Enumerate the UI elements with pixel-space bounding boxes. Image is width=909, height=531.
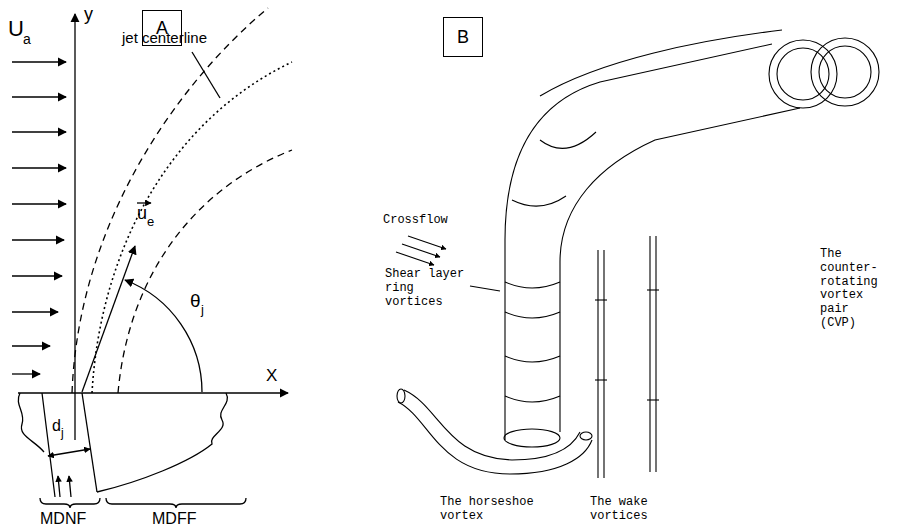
vortex-label: Shear layer ring vortices [385, 268, 477, 309]
subscript: e [147, 215, 154, 230]
plate-outline [18, 393, 44, 452]
y-axis [74, 14, 75, 440]
jet-centerline [92, 62, 292, 393]
x-axis [18, 392, 288, 393]
jet-boundary [118, 150, 292, 393]
jet-tube [560, 108, 800, 432]
panel-letter-box: B [443, 17, 483, 57]
diameter-arrow [48, 449, 90, 456]
jet-boundary [72, 8, 268, 393]
vortex-label: The horseshoe vortex [440, 496, 544, 524]
inflow-arrow [69, 476, 71, 497]
jet-tube-top [540, 30, 782, 96]
region-bracket [106, 498, 246, 508]
angle-arc [125, 280, 202, 392]
vortex-label: The counter-rotating vortex pair (CVP) [820, 248, 890, 331]
cvp-symbol [769, 38, 879, 108]
shear-layer-rings [505, 132, 596, 402]
plate-outline [97, 393, 227, 492]
subscript: a [23, 31, 31, 47]
region-bracket [40, 498, 100, 508]
panel-letter: B [457, 27, 469, 48]
inflow-arrow [58, 476, 60, 497]
wake-vortices [595, 236, 659, 478]
angle-symbol: θ [190, 290, 201, 312]
crossflow-arrows [12, 62, 66, 374]
subscript: j [201, 303, 204, 318]
velocity-symbol: U [8, 16, 24, 41]
flow-label: Crossflow [383, 214, 448, 228]
vortex-label: The wake vortices [590, 496, 662, 524]
diameter-symbol: d [52, 417, 61, 435]
region-label: MDNF [40, 510, 86, 528]
jet-tube [505, 44, 772, 440]
velocity-vector [82, 246, 135, 392]
axis-label: y [84, 4, 93, 25]
jet-base [504, 429, 560, 447]
axis-label: X [266, 366, 277, 386]
subscript: j [61, 427, 64, 441]
leader-line [192, 52, 220, 98]
leader-line [470, 286, 500, 291]
region-label: MDFF [152, 510, 196, 528]
pipe-wall [82, 393, 97, 492]
curve-label: jet centerline [122, 29, 207, 46]
pipe-wall [42, 393, 55, 497]
vector-symbol: u [137, 203, 147, 224]
crossflow-arrows [396, 236, 446, 265]
horseshoe-vortex [397, 389, 592, 474]
